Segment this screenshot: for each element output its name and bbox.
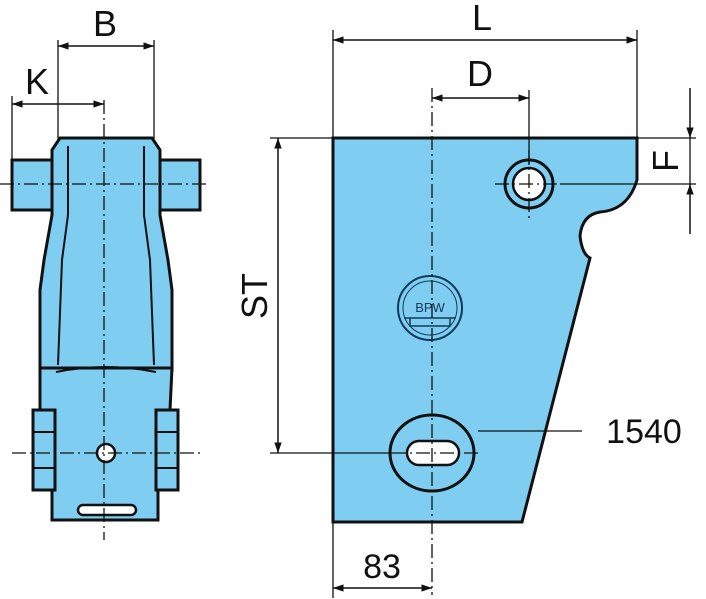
dim-label-st: ST (234, 273, 275, 319)
dim-label-83: 83 (363, 548, 401, 586)
side-slot (76, 503, 138, 517)
side-inner-lines (55, 146, 157, 373)
side-bolt-right (154, 408, 180, 492)
side-centerlines (0, 100, 210, 540)
side-bolt-left (31, 408, 57, 492)
bpw-logo: BPW (397, 275, 463, 341)
side-view: B K (0, 3, 210, 540)
front-centerlines (392, 88, 560, 595)
dim-label-k: K (25, 61, 49, 102)
dim-label-b: B (93, 3, 117, 44)
part-number-label: 1540 (606, 413, 682, 451)
front-view: BPW L D F ST 1540 83 (234, 0, 696, 598)
dim-label-f: F (645, 150, 686, 172)
logo-text: BPW (415, 300, 445, 315)
front-plate (331, 136, 639, 524)
dim-label-l: L (472, 0, 492, 38)
dim-label-d: D (467, 53, 493, 94)
